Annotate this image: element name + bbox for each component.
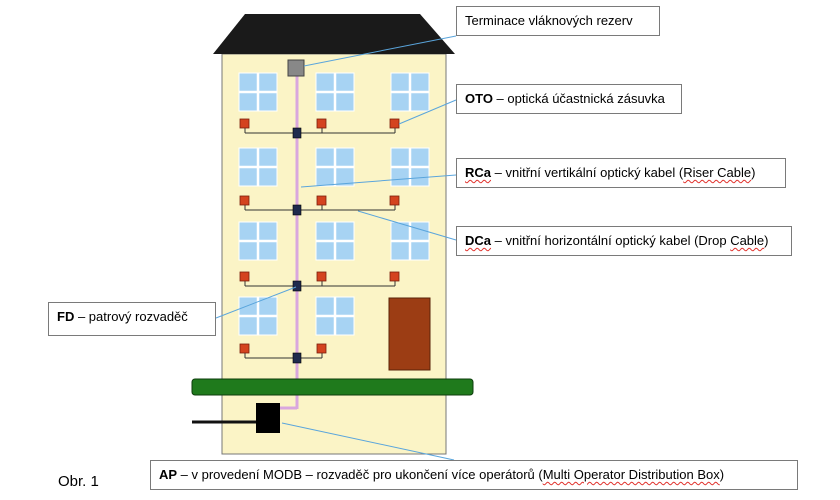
callout-line-termination	[303, 35, 457, 67]
oto-socket	[239, 343, 250, 354]
ground-bar	[191, 378, 474, 396]
label-ap-text-after: )	[719, 467, 725, 482]
label-ap-marked: Multi Operator Distribution Box	[542, 467, 720, 482]
oto-socket	[316, 118, 327, 129]
label-dca-text-before: – vnitřní horizontální optický kabel (Dr…	[491, 233, 731, 248]
oto-socket	[239, 271, 250, 282]
oto-socket	[389, 195, 400, 206]
door	[388, 297, 431, 371]
floor-distributor	[292, 280, 302, 292]
label-rca-text-after: )	[751, 165, 756, 180]
label-ap-abbr: AP	[159, 467, 178, 482]
window	[238, 147, 278, 187]
label-dca: DCa – vnitřní horizontální optický kabel…	[456, 226, 792, 256]
figure-caption: Obr. 1	[58, 473, 99, 490]
callout-line-oto	[398, 99, 457, 125]
label-oto-abbr: OTO	[465, 91, 493, 106]
label-oto: OTO – optická účastnická zásuvka	[456, 84, 682, 114]
callout-line-rca	[300, 174, 457, 188]
label-termination: Terminace vláknových rezerv	[456, 6, 660, 36]
label-fd: FD – patrový rozvaděč	[48, 302, 216, 336]
window	[315, 147, 355, 187]
callout-lines	[215, 35, 457, 461]
label-termination-text: Terminace vláknových rezerv	[465, 13, 633, 28]
label-ap: AP – v provedení MODB – rozvaděč pro uko…	[150, 460, 798, 490]
window	[315, 296, 355, 336]
floor-distributor	[292, 352, 302, 364]
fiber-termination-box	[287, 59, 305, 77]
floor-1	[239, 118, 400, 139]
label-rca: RCa – vnitřní vertikální optický kabel (…	[456, 158, 786, 188]
label-rca-abbr: RCa	[465, 165, 492, 180]
floor-2	[239, 195, 400, 216]
oto-socket	[239, 195, 250, 206]
label-dca-abbr: DCa	[465, 233, 492, 248]
oto-socket	[389, 271, 400, 282]
window	[390, 221, 430, 261]
window	[238, 296, 278, 336]
label-dca-marked: Cable	[730, 233, 765, 248]
oto-socket	[239, 118, 250, 129]
callout-line-fd	[215, 286, 297, 319]
label-oto-text: – optická účastnická zásuvka	[492, 91, 665, 106]
floor-4	[239, 343, 327, 364]
floor-distribution	[239, 118, 400, 364]
label-ap-text-before: – v provedení MODB – rozvaděč pro ukonče…	[177, 467, 543, 482]
callout-line-ap	[281, 422, 455, 461]
window	[390, 147, 430, 187]
floor-distributor	[292, 127, 302, 139]
label-dca-text-after: )	[764, 233, 769, 248]
oto-socket	[389, 118, 400, 129]
window	[315, 72, 355, 112]
floor-3	[239, 271, 400, 292]
ap-box	[256, 403, 280, 433]
oto-socket	[316, 271, 327, 282]
label-rca-text-before: – vnitřní vertikální optický kabel (	[491, 165, 684, 180]
label-fd-abbr: FD	[57, 309, 75, 324]
label-fd-text: – patrový rozvaděč	[74, 309, 188, 324]
window	[238, 221, 278, 261]
floor-distributor	[292, 204, 302, 216]
windows	[238, 72, 430, 336]
window	[238, 72, 278, 112]
window	[390, 72, 430, 112]
oto-socket	[316, 195, 327, 206]
roof	[213, 14, 455, 54]
label-rca-marked: Riser Cable	[683, 165, 752, 180]
window	[315, 221, 355, 261]
callout-line-dca	[357, 210, 457, 241]
oto-socket	[316, 343, 327, 354]
